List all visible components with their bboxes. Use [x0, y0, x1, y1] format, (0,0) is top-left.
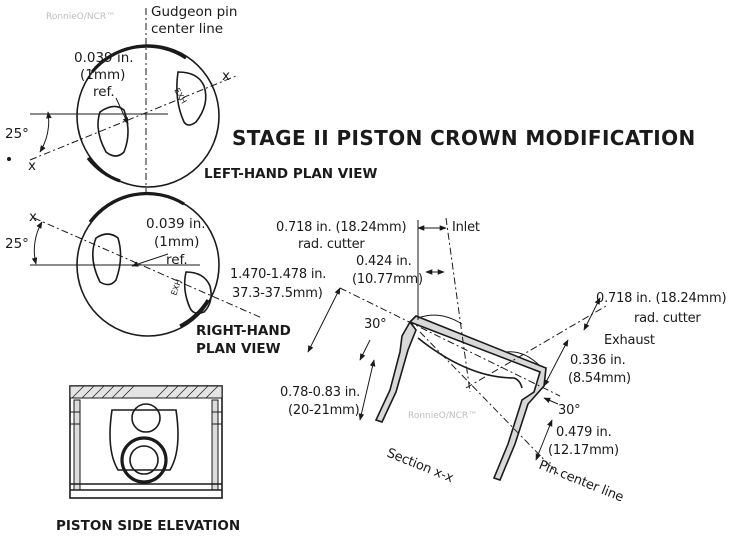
gudgeon-label-line-1: Gudgeon pin [151, 4, 237, 20]
pin-center-line-label: Pin center line [537, 458, 626, 506]
exhaust-cutter-label-1: 0.718 in. (18.24mm) [596, 291, 726, 306]
left-skirt [374, 320, 417, 423]
inlet-cutter-arc [417, 314, 463, 325]
offset-label-line-1: 0.039 in. [74, 50, 134, 66]
axis-mark-x: x [29, 209, 37, 225]
exhaust-axis [465, 305, 607, 389]
exhaust-label: Exhaust [604, 333, 655, 348]
exhaust-valve-pocket [183, 271, 212, 315]
valve-label: EXH [169, 278, 183, 297]
offset-label-line-2: (1mm) [154, 234, 199, 250]
section-line-x-x [29, 75, 237, 161]
inlet-depth-label-2: (10.77mm) [352, 272, 423, 287]
inlet-cutter-label-1: 0.718 in. (18.24mm) [276, 220, 406, 235]
dot-marker [7, 157, 11, 161]
pin-boss [109, 409, 179, 471]
offset-label-line-3: ref. [93, 84, 115, 100]
section-caption: Section x-x [385, 446, 456, 486]
piston-side-elevation: PISTON SIDE ELEVATION [56, 385, 240, 534]
exhaust-angle-label: 30° [558, 403, 580, 418]
height-label-2: (20-21mm) [288, 403, 359, 418]
crown-and-right-skirt [408, 315, 547, 481]
section-line-x-x [33, 217, 263, 319]
inlet-axis [445, 217, 471, 393]
piston-rim-arc [88, 191, 185, 223]
height-dimension [358, 359, 376, 421]
exhaust-depth-label-1: 0.336 in. [570, 353, 626, 368]
exhaust-cutter-label-2: rad. cutter [634, 311, 701, 326]
watermark-top: RonnieO/NCR™ [46, 12, 115, 22]
height-label-1: 0.78-0.83 in. [280, 385, 360, 400]
right-hand-plan-view: x EXH 25° 0.039 in. (1mm) ref. RIGHT-HAN… [5, 191, 291, 357]
exhaust-valve-pocket [176, 71, 207, 126]
exhaust-depth-dimension [543, 339, 569, 387]
inlet-label: Inlet [452, 220, 480, 235]
gudgeon-pin-bore-inner [129, 445, 159, 475]
piston-rim-arc [90, 44, 187, 74]
inlet-valve-pocket [97, 105, 129, 157]
inlet-cutter-label-2: rad. cutter [298, 237, 365, 252]
exhaust-cutter-dimension [583, 297, 601, 331]
side-elevation-caption: PISTON SIDE ELEVATION [56, 518, 240, 534]
exhaust-angle-leader [543, 397, 559, 405]
diagram-title: STAGE II PISTON CROWN MODIFICATION [232, 126, 696, 150]
axis-mark-x: x [222, 68, 230, 84]
left-hand-plan-view: x x EXH 25° Gudgeon pin center line 0.03… [5, 4, 377, 198]
pin-center-line [419, 331, 559, 475]
offset-label-line-2: (1mm) [80, 67, 125, 83]
crown-band [69, 385, 223, 399]
angle-label: 25° [5, 236, 29, 252]
crown-hatching [71, 385, 219, 399]
pin-offset-label-2: (12.17mm) [548, 443, 619, 458]
inlet-valve-pocket [92, 233, 122, 286]
valve-label: EXH [172, 87, 188, 106]
offset-label-line-3: ref. [166, 252, 188, 268]
angle-arc [39, 111, 52, 153]
gudgeon-label-line-2: center line [151, 21, 223, 37]
angle-arc [31, 221, 43, 265]
inlet-angle-leader [359, 339, 371, 361]
diameter-label-2: 37.3-37.5mm) [232, 286, 323, 301]
left-hand-caption: LEFT-HAND PLAN VIEW [204, 166, 377, 182]
upper-boss-circle [131, 403, 161, 433]
left-wall [73, 399, 81, 491]
diameter-label-1: 1.470-1.478 in. [230, 267, 326, 282]
inlet-depth-label-1: 0.424 in. [356, 254, 412, 269]
exhaust-depth-label-2: (8.54mm) [568, 371, 631, 386]
watermark-middle: RonnieO/NCR™ [408, 411, 477, 421]
section-x-x: 0.718 in. (18.24mm) rad. cutter Inlet 0.… [230, 217, 727, 506]
offset-leader [131, 253, 169, 267]
axis-mark-x: x [28, 158, 36, 174]
right-hand-caption-line-2: PLAN VIEW [196, 341, 281, 357]
diameter-dimension-line [307, 287, 341, 353]
gudgeon-pin-bore-outer [120, 436, 168, 484]
angle-label: 25° [5, 126, 29, 142]
right-wall [211, 399, 219, 491]
piston-top-reference [339, 287, 561, 397]
piston-rim-arc-lower [179, 299, 210, 328]
pin-offset-label-1: 0.479 in. [556, 425, 612, 440]
offset-label-line-1: 0.039 in. [146, 216, 206, 232]
piston-rim-arc-lower [86, 156, 121, 183]
offset-leader [115, 97, 129, 125]
inlet-angle-label: 30° [364, 317, 386, 332]
pin-offset-dimension [535, 419, 553, 461]
right-hand-caption-line-1: RIGHT-HAND [196, 323, 291, 339]
